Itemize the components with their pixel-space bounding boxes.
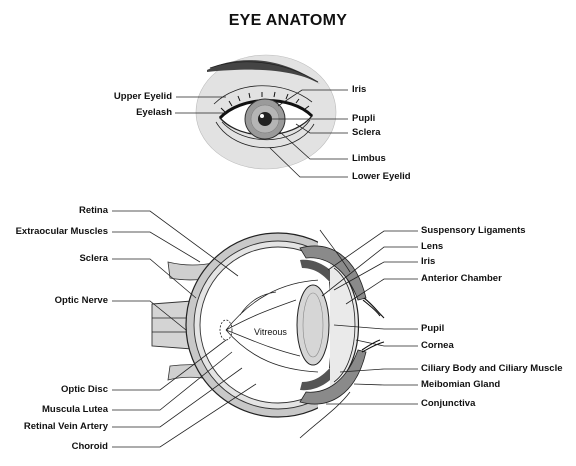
label-extraocular-muscles: Extraocular Muscles bbox=[15, 226, 108, 237]
retinal-vessels bbox=[225, 279, 321, 373]
lens bbox=[296, 284, 330, 366]
label-iris-section: Iris bbox=[421, 256, 436, 267]
label-ciliary-body: Ciliary Body and Ciliary Muscle bbox=[421, 363, 563, 374]
label-choroid: Choroid bbox=[71, 441, 108, 452]
label-sclera-section: Sclera bbox=[79, 253, 108, 264]
label-optic-nerve: Optic Nerve bbox=[54, 295, 108, 306]
front-pupil bbox=[258, 112, 272, 126]
upper-eyelid-section bbox=[299, 245, 367, 301]
label-retinal-vein-artery: Retinal Vein Artery bbox=[23, 421, 108, 432]
label-pupli: Pupli bbox=[352, 113, 376, 124]
label-optic-disc: Optic Disc bbox=[61, 384, 108, 395]
label-lower-eyelid: Lower Eyelid bbox=[352, 171, 411, 182]
label-upper-eyelid: Upper Eyelid bbox=[113, 91, 172, 102]
label-retina: Retina bbox=[78, 205, 108, 216]
label-suspensory-ligaments: Suspensory Ligaments bbox=[421, 225, 526, 236]
label-iris-front: Iris bbox=[352, 84, 367, 95]
lower-eyelid-section bbox=[299, 349, 367, 405]
diagram-title: EYE ANATOMY bbox=[228, 12, 348, 29]
section-eyelashes bbox=[361, 297, 385, 353]
label-lens: Lens bbox=[421, 241, 444, 252]
section-leader-lines bbox=[112, 210, 418, 448]
optic-disc bbox=[219, 319, 233, 341]
front-eye-view bbox=[195, 54, 337, 170]
label-anterior-chamber: Anterior Chamber bbox=[421, 273, 502, 284]
label-musculа-lutea: Musculа Lutea bbox=[42, 404, 108, 415]
eyelash-strands bbox=[220, 91, 310, 113]
label-pupil: Pupil bbox=[421, 323, 445, 334]
label-cornea: Cornea bbox=[421, 340, 454, 351]
label-conjunctiva: Conjunctiva bbox=[421, 398, 476, 409]
label-limbus: Limbus bbox=[352, 153, 386, 164]
label-meibomian-gland: Meibomian Gland bbox=[421, 379, 501, 390]
front-leader-lines bbox=[175, 89, 348, 178]
label-sclera-front: Sclera bbox=[352, 127, 381, 138]
label-eyelash: Eyelash bbox=[136, 107, 172, 118]
eyebrow bbox=[207, 60, 320, 84]
label-vitreous: Vitreous bbox=[254, 327, 287, 337]
cross-section-view bbox=[151, 229, 385, 439]
